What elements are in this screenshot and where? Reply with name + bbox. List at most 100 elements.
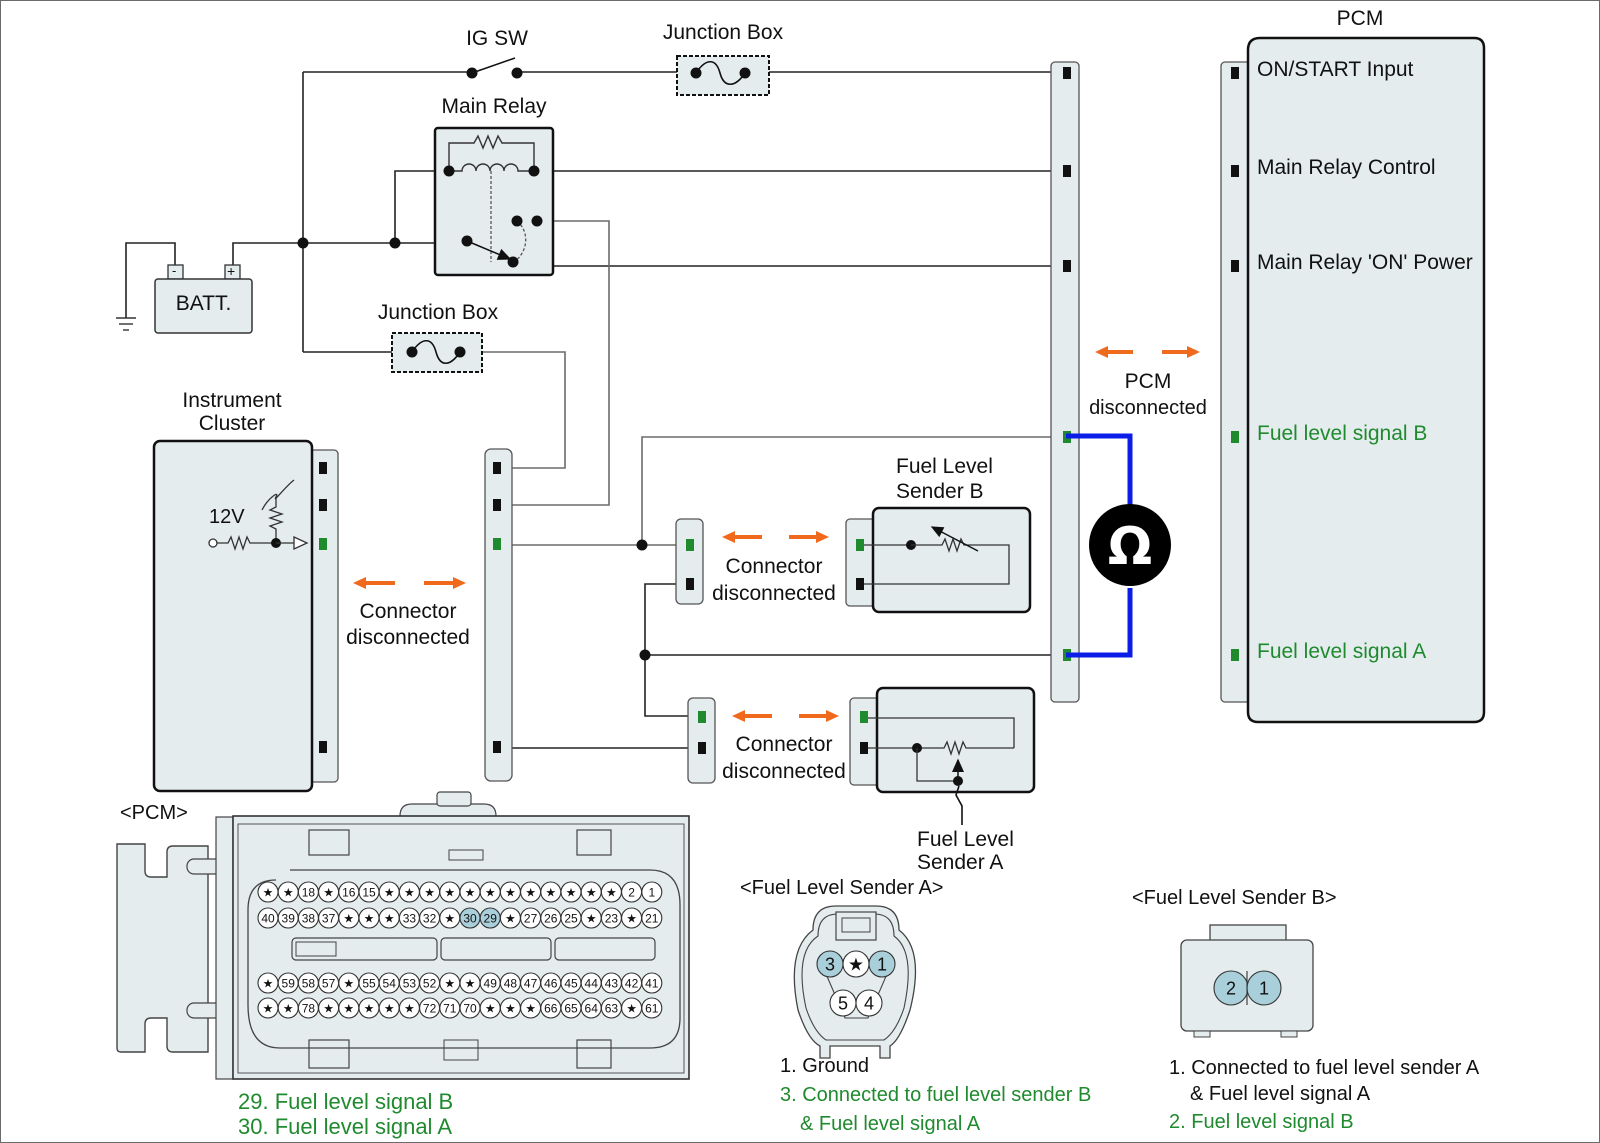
arrow-right-icon — [799, 710, 839, 722]
pcm-pin-label: ★ — [283, 886, 294, 900]
sender-a-legend-3: & Fuel level signal A — [800, 1113, 981, 1135]
pcm-pin-label: 61 — [645, 1002, 659, 1016]
wires — [125, 71, 1061, 749]
meter-lead-negative — [1066, 588, 1133, 658]
pcm-pin-label: ★ — [525, 1002, 536, 1016]
sender-b-legend-1: 1. Connected to fuel level sender A — [1169, 1057, 1480, 1079]
pcm-pin-label: 43 — [605, 977, 619, 991]
pcm-title: PCM — [1336, 7, 1384, 30]
pcm-pin-label: 63 — [605, 1002, 619, 1016]
fuel-level-sender-a — [849, 686, 1036, 825]
pcm-pin-label: 25 — [564, 912, 578, 926]
pcm-pin-label: ★ — [444, 912, 455, 926]
pcm-pin-label: ★ — [505, 912, 516, 926]
pcm-pin-label: ★ — [586, 886, 597, 900]
pcm-pin-label: ★ — [444, 886, 455, 900]
pcm-pin-label: 40 — [261, 912, 275, 926]
pcm-legend-pin-30: 30. Fuel level signal A — [238, 1114, 453, 1139]
sender-a-connector-title: <Fuel Level Sender A> — [740, 877, 944, 899]
pcm-pin-label: 33 — [403, 912, 417, 926]
junction-box-top — [676, 55, 770, 96]
sender-a-pin-label: 1 — [877, 955, 887, 975]
arrow-left-icon — [353, 577, 395, 589]
pcm-pin-label: 48 — [504, 977, 518, 991]
sender-b-legend-3: 2. Fuel level signal B — [1169, 1111, 1354, 1133]
main-relay-label: Main Relay — [441, 95, 547, 118]
wire-battery-positive — [232, 242, 303, 272]
fuel-sender-b-label-line2: Sender B — [896, 480, 984, 503]
pcm-pin-label: 27 — [524, 912, 538, 926]
ohmmeter-icon[interactable] — [1089, 504, 1171, 586]
cluster-disconnect-note-line1: Connector — [359, 600, 457, 623]
pcm-pin-label: 46 — [544, 977, 558, 991]
pcm-pin-label: 49 — [484, 977, 498, 991]
cluster-pin-signal — [319, 538, 327, 550]
pcm-pin-label: 70 — [463, 1002, 477, 1016]
pcm-pin-label: 2 — [628, 886, 635, 900]
pcm-module — [1220, 36, 1486, 724]
pcm-pin-label: ★ — [343, 912, 354, 926]
pcm-pin-label: 66 — [544, 1002, 558, 1016]
cluster-pin-2 — [319, 499, 327, 511]
pcm-pin-label: 55 — [362, 977, 376, 991]
pcm-pin-label: ★ — [626, 1002, 637, 1016]
pcm-pin-label: ★ — [545, 886, 556, 900]
arrow-left-icon — [1095, 346, 1133, 358]
fuel-level-sender-b — [845, 506, 1032, 614]
sender-a-disconnect-note-line1: Connector — [735, 733, 833, 756]
pcm-pin-label: ON/START Input — [1257, 58, 1414, 81]
pcm-pin-label: ★ — [364, 1002, 375, 1016]
battery-negative-label: - — [172, 263, 177, 278]
pcm-pin-label: 54 — [383, 977, 397, 991]
pcm-pin-label: 72 — [423, 1002, 437, 1016]
pcm-pin-label: ★ — [505, 886, 516, 900]
pcm-pin-label: 71 — [443, 1002, 457, 1016]
resistor-icon — [267, 497, 285, 543]
pcm-pin-label: ★ — [566, 886, 577, 900]
pcm-pin-label: 39 — [282, 912, 296, 926]
fuse-icon — [695, 60, 746, 86]
cluster-voltage-label: 12V — [209, 506, 245, 528]
sender-a-legend-1: 1. Ground — [780, 1055, 869, 1077]
pcm-pin-label: ★ — [525, 886, 536, 900]
cluster-harness-connector — [484, 448, 513, 782]
pcm-pin-label: ★ — [485, 1002, 496, 1016]
resistor-icon — [217, 534, 276, 552]
pcm-pin-label: ★ — [263, 1002, 274, 1016]
pcm-pin-label: ★ — [404, 1002, 415, 1016]
pcm-pin-label: ★ — [384, 886, 395, 900]
sender-a-disconnect-note-line2: disconnected — [722, 760, 846, 783]
pcm-pin-label: 44 — [585, 977, 599, 991]
pcm-pin-label: 65 — [564, 1002, 578, 1016]
pcm-pin-label: 58 — [302, 977, 316, 991]
pcm-pin-label: 32 — [423, 912, 437, 926]
pcm-pin-label: 15 — [362, 886, 376, 900]
meter-lead-positive — [1066, 433, 1133, 508]
sender-a-harness-connector — [687, 697, 716, 784]
pcm-harness-connector — [1050, 61, 1080, 703]
pcm-pin-label: ★ — [465, 886, 476, 900]
instrument-cluster-label-line2: Cluster — [198, 412, 266, 435]
pcm-pin-label: 1 — [648, 886, 655, 900]
pcm-pin-label: ★ — [485, 886, 496, 900]
pcm-pin-label: Fuel level signal A — [1257, 640, 1427, 663]
sender-a-pin-label: 3 — [825, 955, 835, 975]
disconnect-arrows — [353, 346, 1200, 722]
pcm-pin-label: ★ — [323, 1002, 334, 1016]
ohm-symbol: Ω — [1108, 517, 1152, 577]
instrument-cluster-label-line1: Instrument — [182, 389, 282, 412]
pcm-pin-label: ★ — [343, 977, 354, 991]
pcm-pin-label: 64 — [585, 1002, 599, 1016]
pcm-pin-label: ★ — [384, 1002, 395, 1016]
pcm-pin-label: ★ — [283, 1002, 294, 1016]
fuel-sender-a-label-line1: Fuel Level — [917, 828, 1014, 851]
sender-a-legend-2: 3. Connected to fuel level sender B — [780, 1084, 1092, 1106]
junction-box-mid — [391, 332, 483, 373]
battery — [154, 264, 253, 334]
pcm-pin-label: 47 — [524, 977, 538, 991]
pcm-pin-label: 18 — [302, 886, 316, 900]
